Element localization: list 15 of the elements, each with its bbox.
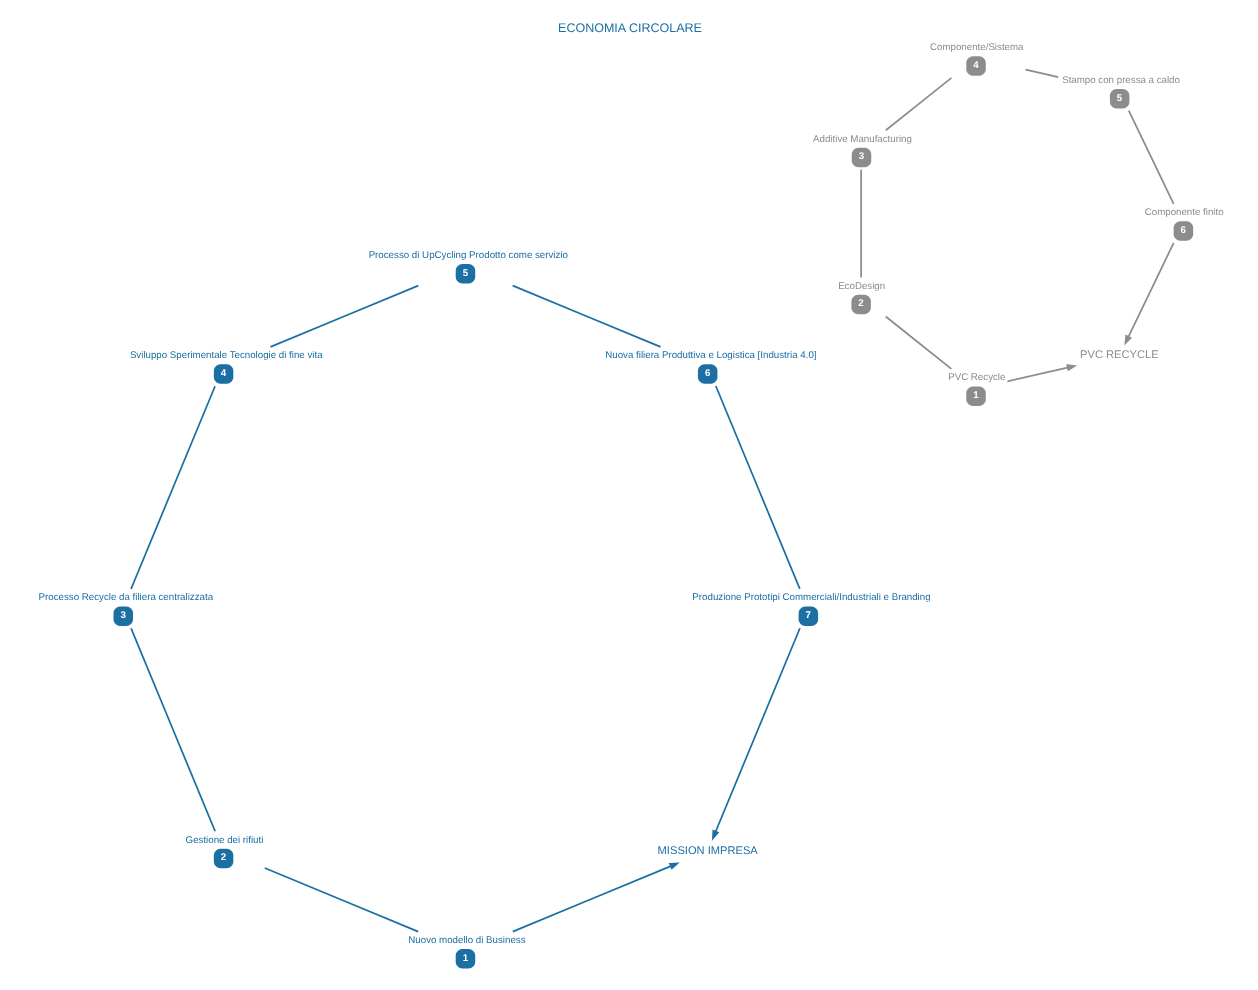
connector bbox=[1023, 68, 1059, 78]
connector bbox=[883, 315, 952, 370]
arrow bbox=[1005, 364, 1077, 383]
connector bbox=[883, 77, 952, 132]
connector bbox=[268, 284, 419, 348]
connector bbox=[129, 385, 215, 590]
connector bbox=[262, 867, 419, 933]
arrow bbox=[510, 862, 679, 933]
arrow bbox=[1123, 242, 1174, 346]
connector bbox=[129, 627, 215, 833]
connector bbox=[1126, 109, 1174, 205]
connector bbox=[859, 168, 861, 279]
connector bbox=[713, 385, 800, 590]
connector bbox=[510, 284, 661, 348]
arrow bbox=[710, 627, 800, 841]
